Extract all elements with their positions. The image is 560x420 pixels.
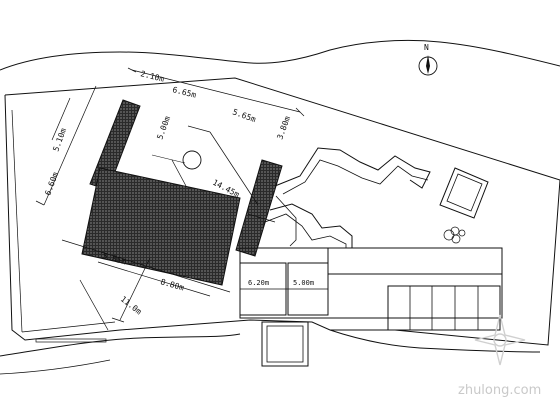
room-label-left: 6.20m <box>248 279 269 287</box>
dim-label-small-b: 3.80m <box>275 115 292 141</box>
site-boundary <box>4 77 560 346</box>
dim-label-small-a: 2.10m <box>140 69 166 84</box>
dim-label-mid-a: 5.00m <box>155 115 172 141</box>
dim-label-left-b: 6.60m <box>43 171 60 197</box>
north-arrow-icon <box>418 55 438 76</box>
entrance-inner <box>266 325 304 363</box>
site-contour-outer <box>0 39 560 71</box>
compass-watermark-icon <box>474 314 526 366</box>
site-contour-right <box>329 329 541 353</box>
site-contour-left-low <box>0 359 111 375</box>
kiosk-inner <box>446 173 483 212</box>
annex-block <box>239 247 503 319</box>
scale-bar <box>35 338 107 343</box>
watermark-text: zhulong.com <box>458 383 541 398</box>
connector-walls-c <box>269 203 353 248</box>
parking-stall-lines <box>409 286 479 330</box>
kiosk-outer <box>439 167 489 219</box>
parking-area <box>387 285 501 331</box>
connector-walls-d <box>264 213 347 248</box>
connector-walls-e <box>275 195 297 247</box>
main-building-base <box>81 167 241 286</box>
tree-symbol <box>443 226 466 244</box>
dimension-lines <box>35 67 305 331</box>
annex-top-right-wing <box>327 247 503 275</box>
boundary-inner-left <box>11 109 23 333</box>
connector-walls-b <box>282 159 429 195</box>
site-contour-bottom <box>0 333 241 357</box>
main-building-right-wing <box>235 159 283 257</box>
entrance-outer <box>261 321 309 367</box>
courtyard-circle <box>182 150 202 170</box>
courtyard-leader <box>151 154 186 164</box>
dim-label-bottom-b: 8.80m <box>159 277 185 292</box>
room-label-right: 5.00m <box>293 279 314 287</box>
dim-label-left-a: 5.10m <box>51 127 68 153</box>
boundary-inner-bottom <box>21 321 116 333</box>
connector-walls-a <box>274 147 431 189</box>
dim-label-top-b: 5.65m <box>231 107 257 124</box>
dim-label-top-a: 6.65m <box>172 85 198 100</box>
north-label: N <box>424 43 429 52</box>
